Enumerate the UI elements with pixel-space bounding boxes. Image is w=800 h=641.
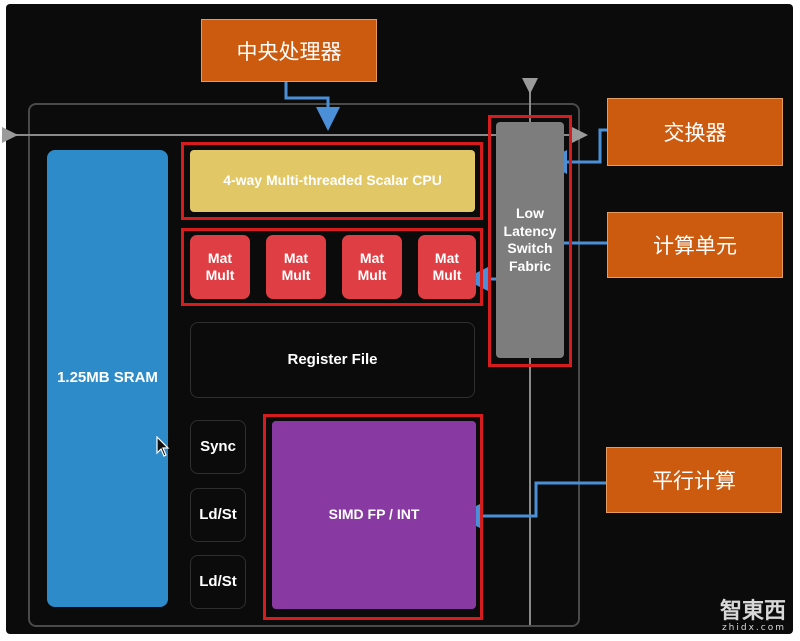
simd-block: SIMD FP / INT bbox=[272, 421, 476, 609]
simd-highlight bbox=[263, 414, 483, 620]
mat-mult-block: Mat Mult bbox=[190, 235, 250, 299]
arrow-switch bbox=[543, 128, 608, 174]
sram-block: 1.25MB SRAM bbox=[47, 150, 168, 607]
cpu-label: 4-way Multi-threaded Scalar CPU bbox=[223, 172, 442, 189]
callout-compute-text: 计算单元 bbox=[653, 234, 737, 258]
mat-mult-highlight bbox=[181, 228, 483, 306]
callout-compute: 计算单元 bbox=[607, 212, 783, 278]
cpu-highlight bbox=[181, 142, 483, 220]
mat-mult-label: Mat Mult bbox=[357, 249, 387, 284]
ldst-block: Ld/St bbox=[190, 555, 246, 609]
callout-parallel: 平行计算 bbox=[606, 447, 782, 513]
mat-mult-block: Mat Mult bbox=[418, 235, 476, 299]
callout-switch: 交换器 bbox=[607, 98, 783, 166]
register-file-label: Register File bbox=[287, 350, 378, 368]
core-frame bbox=[28, 103, 580, 627]
mat-mult-label: Mat Mult bbox=[432, 249, 462, 284]
watermark-url: zhidx.com bbox=[721, 623, 786, 633]
callout-parallel-text: 平行计算 bbox=[652, 469, 736, 493]
arrow-cpu bbox=[284, 80, 340, 131]
ldst-label: Ld/St bbox=[199, 572, 237, 590]
register-file-block: Register File bbox=[190, 322, 475, 398]
callout-cpu-text: 中央处理器 bbox=[236, 39, 342, 64]
watermark-logo: 智東西 zhidx.com bbox=[720, 593, 786, 633]
mat-mult-block: Mat Mult bbox=[266, 235, 326, 299]
mat-mult-label: Mat Mult bbox=[281, 249, 311, 284]
mat-mult-label: Mat Mult bbox=[205, 249, 235, 284]
switch-fabric-block: Low Latency Switch Fabric bbox=[496, 122, 564, 358]
arrow-parallel bbox=[456, 481, 607, 528]
sync-block: Sync bbox=[190, 420, 246, 474]
mat-mult-block: Mat Mult bbox=[342, 235, 402, 299]
mouse-cursor-icon bbox=[156, 436, 170, 457]
watermark-logo-text: 智東西 bbox=[719, 599, 786, 624]
sync-label: Sync bbox=[200, 437, 236, 455]
ldst-label: Ld/St bbox=[199, 505, 237, 523]
switch-fabric-label: Low Latency Switch Fabric bbox=[503, 205, 557, 274]
sram-label: 1.25MB SRAM bbox=[57, 369, 158, 387]
cpu-block: 4-way Multi-threaded Scalar CPU bbox=[190, 150, 475, 212]
simd-label: SIMD FP / INT bbox=[328, 506, 420, 523]
fabric-highlight bbox=[488, 115, 572, 367]
ldst-block: Ld/St bbox=[190, 488, 246, 542]
callout-cpu: 中央处理器 bbox=[201, 19, 377, 82]
callout-switch-text: 交换器 bbox=[663, 121, 727, 145]
